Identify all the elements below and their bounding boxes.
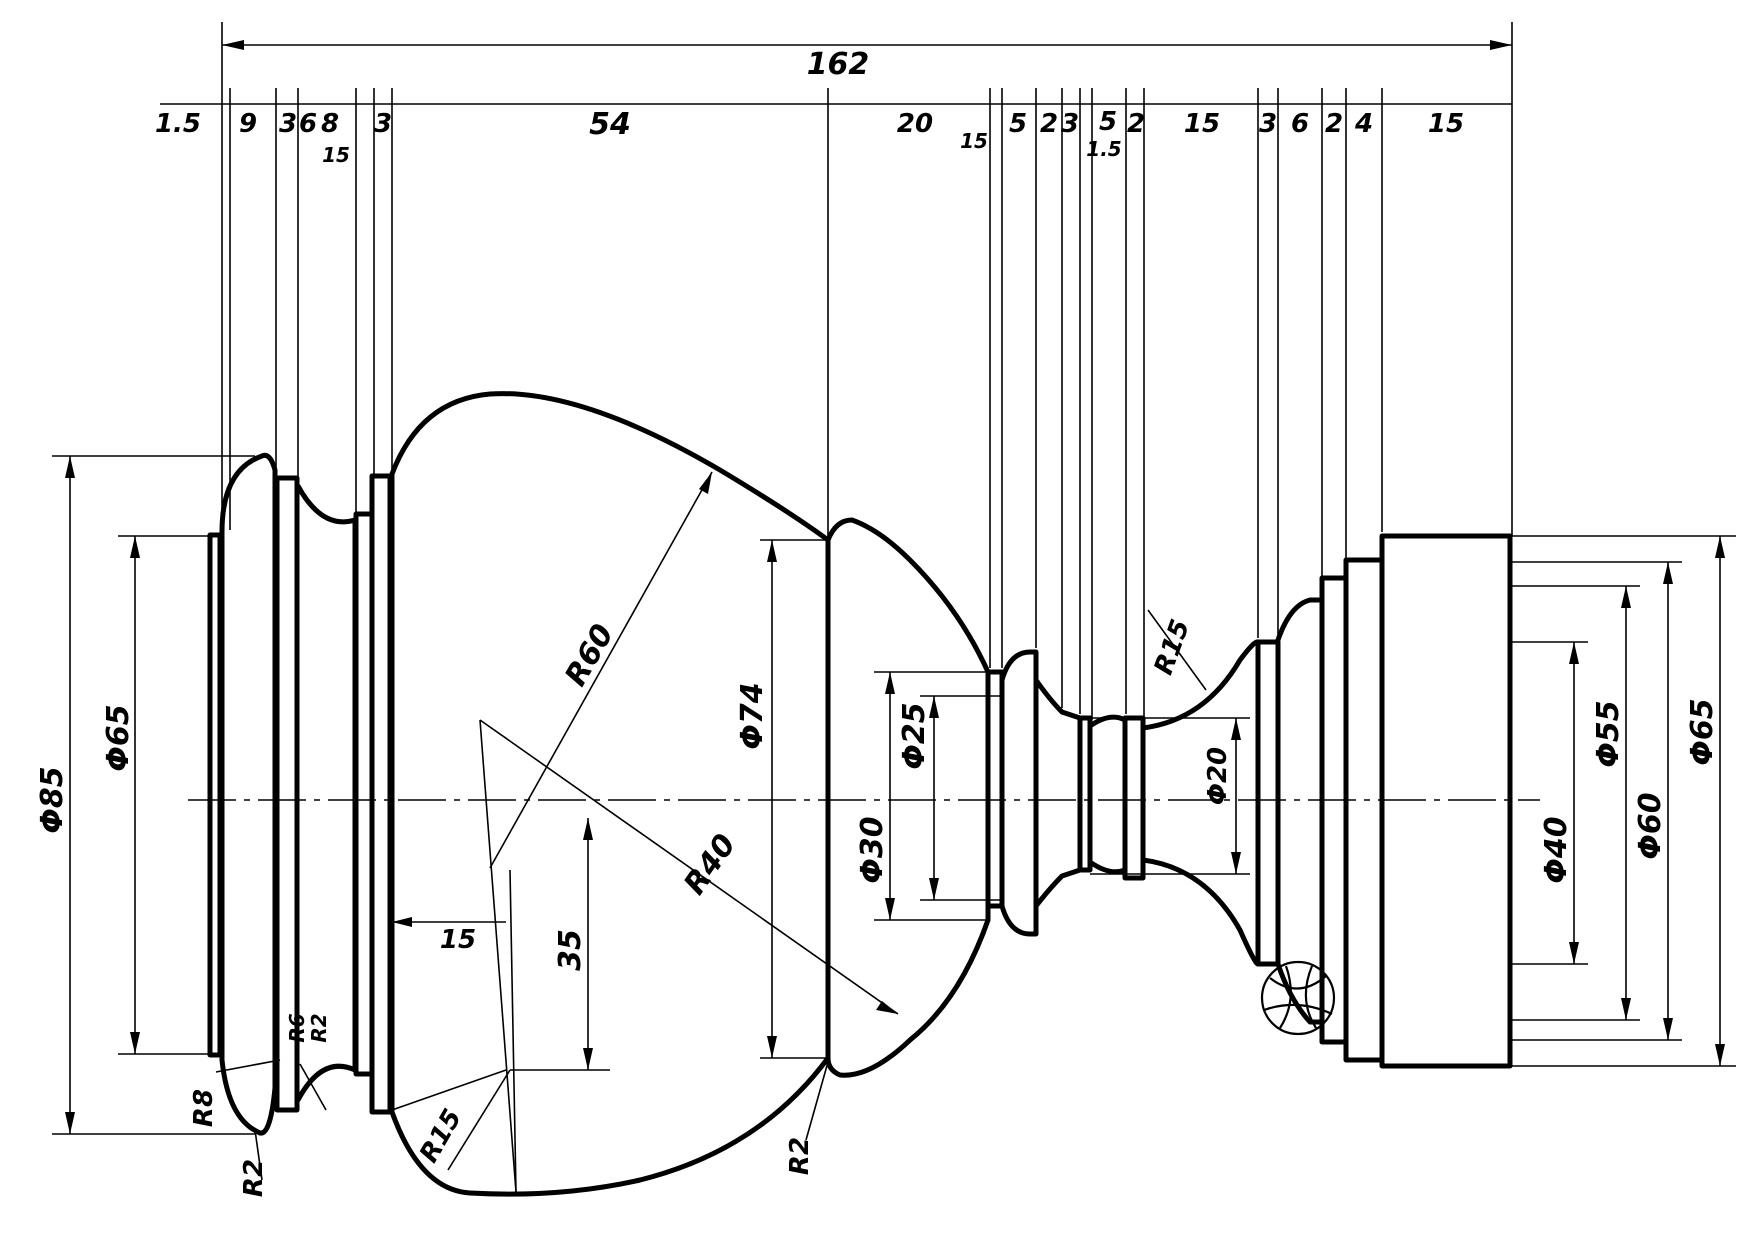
left-diameter-dims: Φ85 Φ65 (35, 455, 255, 1135)
seg-6: 6 (299, 109, 317, 139)
base-ring-2 (1319, 575, 1349, 1045)
seg-54: 54 (589, 107, 631, 142)
dia-65-right-label: Φ65 (1685, 698, 1720, 765)
segment-chain: 1.5 9 3 6 8 15 3 54 20 15 5 2 3 5 1.5 2 … (155, 88, 1512, 720)
radius-15-neck-label: R15 (1149, 616, 1196, 679)
seg-5b: 5 (1099, 107, 1117, 137)
seg-6b: 6 (1291, 109, 1309, 139)
radius-15-bulb-label: R15 (414, 1104, 468, 1168)
seg-1-5: 1.5 (155, 109, 201, 139)
small-radii: R8 R2 R6 R2 R2 (189, 1013, 829, 1197)
base-bead (1275, 597, 1325, 1025)
dia-74-label: Φ74 (735, 682, 770, 749)
neck-step (1087, 714, 1128, 875)
dia-85-label: Φ85 (35, 766, 70, 833)
dim-35-label: 35 (553, 929, 588, 971)
dia-65-left-label: Φ65 (101, 704, 136, 771)
left-bead (219, 452, 278, 1136)
neck-ring-2 (1077, 715, 1093, 873)
dia-60-label: Φ60 (1633, 792, 1668, 859)
seg-15d: 15 (1428, 109, 1464, 139)
radius-6-label: R6 (285, 1013, 309, 1042)
seg-3d: 3 (1259, 109, 1277, 139)
radius-8-label: R8 (189, 1089, 219, 1127)
bulb-outline (389, 391, 831, 1197)
neck-taper (1033, 677, 1083, 909)
seg-8: 8 (321, 109, 339, 139)
radius-40-label: R40 (677, 828, 743, 901)
neck-cone (999, 649, 1039, 937)
base-ring-1 (1255, 639, 1281, 967)
dia-25-label: Φ25 (897, 702, 932, 769)
dia-40-label: Φ40 (1539, 816, 1574, 883)
left-groove (295, 483, 358, 1103)
seg-15a: 15 (322, 143, 350, 167)
radius-2-groove-label: R2 (307, 1013, 331, 1042)
right-diameter-dims: Φ40 Φ55 Φ60 Φ65 (1510, 535, 1736, 1067)
seg-20: 20 (897, 109, 933, 139)
seg-4: 4 (1354, 109, 1373, 139)
left-groove-ring (274, 475, 300, 1113)
radius-2-shoulder-label: R2 (785, 1137, 815, 1175)
seg-3b: 3 (374, 109, 392, 139)
overall-length-dimension: 162 (221, 22, 1513, 536)
radius-2-base-label: R2 (239, 1159, 269, 1197)
seg-2a: 2 (1040, 109, 1058, 139)
seg-5a: 5 (1009, 109, 1027, 139)
base-ring-3 (1343, 557, 1385, 1063)
dia-30-label: Φ30 (855, 816, 890, 883)
seg-1-5b: 1.5 (1086, 137, 1121, 161)
dia-20-label: Φ20 (1203, 747, 1233, 805)
seg-9: 9 (239, 109, 257, 139)
rosette-ornament (1260, 960, 1336, 1036)
seg-15b: 15 (960, 129, 988, 153)
seg-2c: 2 (1325, 109, 1343, 139)
shoulder-bead (825, 517, 991, 1078)
part-profile (207, 391, 1513, 1197)
neck-ring-3 (1122, 715, 1146, 881)
radius-60-label: R60 (558, 618, 621, 692)
dim-15-label: 15 (440, 925, 476, 955)
dia-55-label: Φ55 (1591, 700, 1626, 767)
base-block (1379, 533, 1513, 1069)
left-rim (207, 532, 223, 1058)
seg-2b: 2 (1127, 109, 1145, 139)
seg-3c: 3 (1061, 109, 1079, 139)
base-cove (1140, 639, 1261, 967)
collar-ring-2 (369, 473, 393, 1115)
overall-length-label: 162 (807, 47, 870, 82)
seg-3a: 3 (279, 109, 297, 139)
mid-diameter-dims: Φ74 Φ30 Φ25 Φ20 R15 (735, 539, 1250, 1059)
seg-15c: 15 (1184, 109, 1220, 139)
